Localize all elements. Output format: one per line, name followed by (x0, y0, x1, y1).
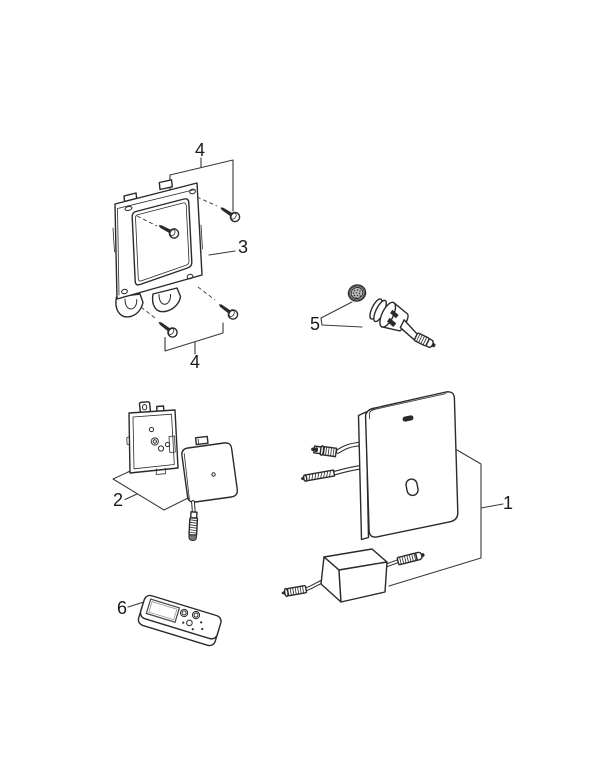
screw-guide-lines (136, 196, 218, 319)
housing-box (126, 401, 179, 475)
solenoid-valve (369, 298, 436, 348)
screw-bottom-right (218, 304, 239, 320)
callout-5: 5 (310, 314, 320, 334)
plate-cable-threaded-rod (300, 469, 336, 482)
plate-cables (300, 441, 365, 482)
sensor-plate (357, 391, 459, 541)
housing-cover (181, 435, 239, 541)
power-supply-plug-right (396, 551, 425, 566)
mounting-frame (112, 179, 203, 318)
power-supply-plug-left (281, 584, 308, 598)
callout-4-bottom: 4 (190, 352, 200, 372)
filter-cap (347, 284, 367, 302)
callout-4-top: 4 (195, 140, 205, 160)
housing-cable-connector (188, 511, 199, 541)
screw-bottom-left (158, 321, 178, 338)
screw-top-right (220, 207, 241, 223)
screw-center (158, 225, 180, 239)
plate-cable-plug (311, 445, 338, 458)
power-supply (281, 548, 425, 603)
callout-leader-6 (127, 601, 145, 608)
callout-2: 2 (113, 490, 123, 510)
callout-bracket-4-bottom (164, 322, 224, 355)
callout-6: 6 (117, 598, 127, 618)
callout-1: 1 (503, 493, 513, 513)
callout-bracket-5 (320, 301, 363, 328)
callout-leader-3 (208, 250, 236, 256)
callout-3: 3 (238, 237, 248, 257)
remote-control (137, 594, 222, 647)
callout-bracket-1 (388, 449, 504, 587)
